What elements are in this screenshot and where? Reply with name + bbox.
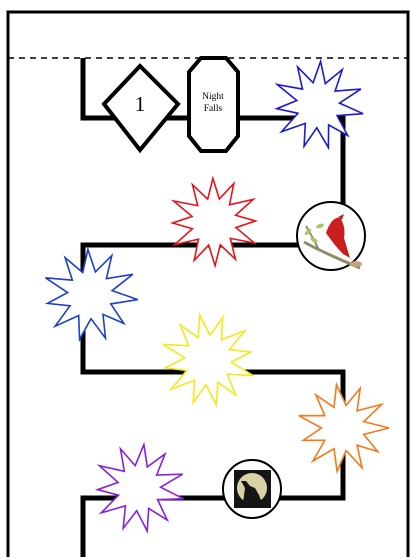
phase-label-line1: Night xyxy=(202,92,224,102)
burst-purple[interactable] xyxy=(98,445,184,531)
burst-blue-left[interactable] xyxy=(46,249,138,339)
burst-yellow[interactable] xyxy=(163,315,253,405)
start-number: 1 xyxy=(135,92,146,116)
start-space[interactable]: 1 xyxy=(104,66,178,150)
wolf-moon-icon xyxy=(234,470,271,508)
howling-wolf-space[interactable] xyxy=(223,460,281,518)
burst-red[interactable] xyxy=(173,178,256,265)
bird-on-branch-space[interactable] xyxy=(297,202,365,270)
burst-blue-top[interactable] xyxy=(277,61,363,147)
night-falls-space[interactable]: Night Falls xyxy=(189,58,238,151)
phase-label-line2: Falls xyxy=(204,104,223,114)
